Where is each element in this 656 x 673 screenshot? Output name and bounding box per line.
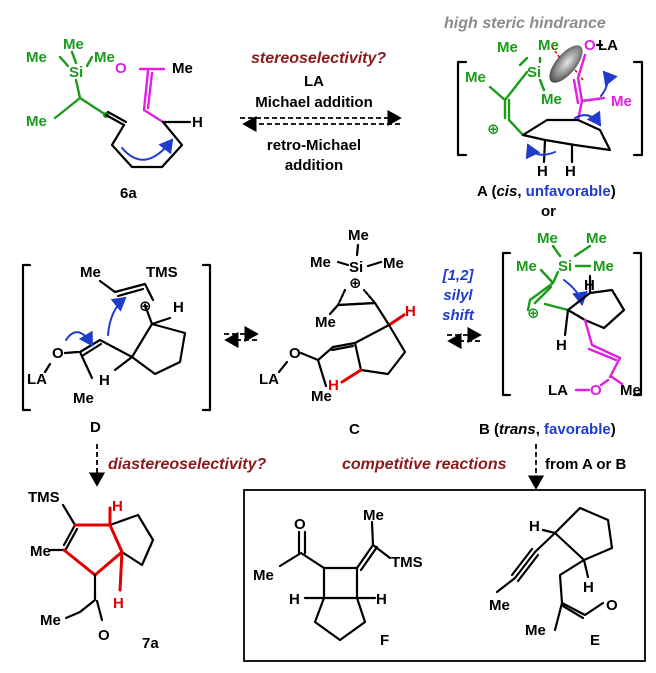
atom-me: Me — [310, 254, 331, 271]
carbocation-plus: ⊕ — [527, 305, 540, 322]
stereoselectivity-question: stereoselectivity? — [251, 50, 386, 67]
atom-me: Me — [26, 113, 47, 130]
michael-label: Michael addition — [255, 94, 373, 111]
intermediate-C: Me Me Me Si ⊕ Me H H O LA Me C — [259, 227, 416, 438]
atom-si: Si — [558, 258, 572, 275]
intermediate-B: Me Me Si Me Me ⊕ H H O LA Me — [501, 230, 643, 399]
label-E: E — [590, 632, 600, 649]
atom-o: O — [52, 345, 64, 362]
atom-me: Me — [537, 230, 558, 247]
atom-me: Me — [26, 49, 47, 66]
compound-E: H Me H O Me E — [489, 506, 618, 649]
atom-o: O — [98, 627, 110, 644]
atom-si: Si — [69, 64, 83, 81]
intermediate-A: high steric hindrance Me Me Si Me Me ⊕ O… — [444, 15, 644, 180]
atom-si: Si — [349, 259, 363, 276]
steric-hindrance-blob — [549, 45, 583, 83]
atom-me: Me — [465, 69, 486, 86]
atom-me: Me — [40, 612, 61, 629]
retro-michael-label: retro-Michael — [267, 137, 361, 154]
carbocation-plus: ⊕ — [349, 275, 362, 292]
atom-tms: TMS — [391, 554, 423, 571]
atom-me: Me — [348, 227, 369, 244]
atom-h: H — [537, 163, 548, 180]
label-C: C — [349, 421, 360, 438]
atom-h: H — [584, 277, 595, 294]
atom-me: Me — [383, 255, 404, 272]
carbocation-plus: ⊕ — [487, 121, 500, 138]
atom-me: Me — [620, 382, 641, 399]
label-6a: 6a — [120, 185, 137, 202]
atom-me: Me — [63, 36, 84, 53]
steric-hindrance-label: high steric hindrance — [444, 15, 606, 32]
atom-tms: TMS — [146, 264, 178, 281]
equilibrium-top: stereoselectivity? LA Michael addition r… — [240, 50, 402, 174]
compound-6a: Me Me Me Si Me O Me H 6a — [26, 36, 203, 202]
label-D: D — [90, 419, 101, 436]
atom-h: H — [556, 337, 567, 354]
atom-h: H — [289, 591, 300, 608]
atom-o: O — [294, 516, 306, 533]
silyl-shift-equilibrium: [1,2] silyl shift — [442, 267, 482, 350]
atom-la: LA — [259, 371, 279, 388]
atom-me: Me — [611, 93, 632, 110]
atom-me: Me — [315, 314, 336, 331]
atom-me: Me — [172, 60, 193, 77]
atom-h: H — [328, 377, 339, 394]
atom-h: H — [405, 303, 416, 320]
product-7a: TMS Me H H Me O 7a — [28, 489, 159, 652]
atom-me: Me — [497, 39, 518, 56]
atom-me: Me — [80, 264, 101, 281]
atom-me: Me — [73, 390, 94, 407]
atom-h: H — [529, 518, 540, 535]
competitive-reactions-box — [243, 489, 646, 662]
atom-h: H — [112, 498, 123, 515]
diastereoselectivity-question: diastereoselectivity? — [108, 456, 267, 473]
atom-me: Me — [311, 388, 332, 405]
intermediate-D: Me TMS ⊕ H H O LA Me D — [21, 263, 212, 436]
atom-h: H — [565, 163, 576, 180]
label-7a: 7a — [142, 635, 159, 652]
label-B: B (trans, favorable) — [479, 421, 616, 438]
competitive-reactions-label: competitive reactions — [342, 456, 507, 473]
atom-h: H — [376, 591, 387, 608]
la-label: LA — [304, 73, 324, 90]
atom-o: O — [289, 345, 301, 362]
atom-o: O — [606, 597, 618, 614]
atom-o: O — [590, 382, 602, 399]
atom-h: H — [113, 595, 124, 612]
atom-si: Si — [527, 64, 541, 81]
atom-me: Me — [525, 622, 546, 639]
shift-label-3: shift — [442, 307, 475, 324]
atom-h: H — [173, 299, 184, 316]
atom-me: Me — [541, 91, 562, 108]
shift-label-1: [1,2] — [442, 267, 475, 284]
atom-tms: TMS — [28, 489, 60, 506]
atom-h: H — [192, 114, 203, 131]
atom-h: H — [99, 372, 110, 389]
atom-o: O — [115, 60, 127, 77]
atom-me: Me — [94, 49, 115, 66]
atom-me: Me — [516, 258, 537, 275]
atom-o: O — [584, 37, 596, 54]
from-a-or-b-label: from A or B — [545, 456, 627, 473]
atom-la: LA — [27, 371, 47, 388]
atom-me: Me — [253, 567, 274, 584]
addition-label: addition — [285, 157, 343, 174]
atom-me: Me — [593, 258, 614, 275]
atom-me: Me — [30, 543, 51, 560]
atom-me: Me — [538, 37, 559, 54]
atom-la: LA — [548, 382, 568, 399]
atom-me: Me — [363, 507, 384, 524]
atom-me: Me — [489, 597, 510, 614]
label-A: A (cis, unfavorable) — [477, 183, 616, 200]
label-F: F — [380, 632, 389, 649]
compound-F: O Me Me TMS H H F — [253, 507, 423, 649]
atom-la: LA — [598, 37, 618, 54]
or-label: or — [541, 203, 556, 220]
atom-h: H — [583, 579, 594, 596]
atom-me: Me — [586, 230, 607, 247]
shift-label-2: silyl — [443, 287, 473, 304]
